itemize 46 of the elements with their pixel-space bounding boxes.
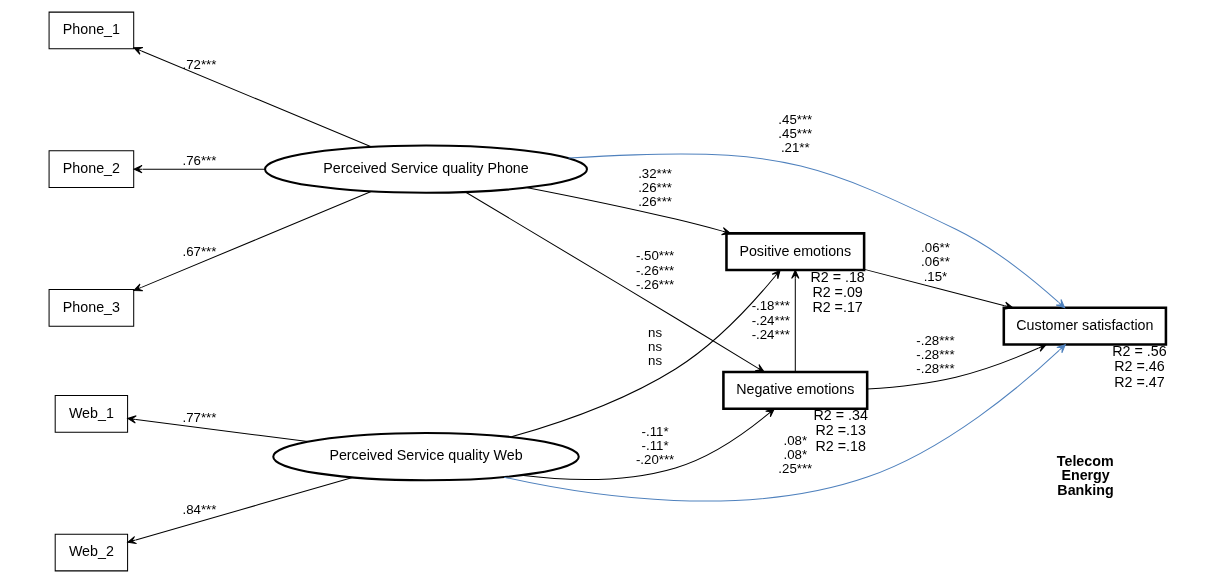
- arrow: [568, 153, 1066, 309]
- edge-label: -.50*** -.26*** -.26***: [635, 248, 675, 292]
- node-label: R2 =.17: [812, 299, 863, 316]
- edge-label: -.28*** -.28*** -.28***: [916, 332, 955, 377]
- edge-label: .67***: [182, 244, 217, 260]
- label: Telecom: [1056, 453, 1114, 470]
- node-box: Phone_1: [48, 11, 135, 50]
- arrow: [503, 344, 1066, 502]
- edge-label: .84***: [182, 502, 217, 518]
- edge-label: -.18*** -.24*** -.24***: [751, 298, 790, 342]
- arrow: [465, 191, 765, 373]
- edge-label: .45*** .45*** .21**: [778, 111, 813, 156]
- edge-label: .32*** .26*** .26***: [638, 165, 673, 210]
- arrow: [127, 477, 353, 545]
- edge-label: -.11* -.11* -.20***: [635, 423, 675, 468]
- arrow: [510, 269, 781, 438]
- arrow: [133, 47, 372, 148]
- arrow: [863, 268, 1014, 310]
- node-label: R2 =.47: [1114, 373, 1165, 390]
- node-label: R2 =.09: [812, 283, 863, 300]
- node-box: Web_1: [54, 395, 129, 433]
- node-ellipse: Perceived Service quality Web: [272, 432, 580, 482]
- edge-label: .77***: [182, 410, 217, 426]
- edge-label: .06** .06** .15*: [921, 240, 950, 284]
- arrow: [526, 187, 731, 236]
- edge-label: ns ns ns: [648, 324, 663, 369]
- node-box: Phone_3: [48, 288, 135, 327]
- edge-label: .08* .08* .25***: [778, 432, 813, 477]
- node-label: R2 =.13: [815, 422, 866, 439]
- arrow: [791, 269, 800, 373]
- node-label: R2 =.46: [1114, 358, 1165, 375]
- label: Energy: [1061, 467, 1110, 484]
- arrow: [866, 344, 1047, 390]
- arrow: [520, 408, 775, 480]
- node-box: Phone_2: [48, 150, 135, 188]
- edge-label: .76***: [182, 153, 217, 169]
- node-box: Positive emotions: [725, 232, 866, 272]
- arrow: [133, 164, 266, 174]
- arrow: [127, 415, 309, 443]
- edge-label: .72***: [182, 56, 217, 72]
- node-ellipse: Perceived Service quality Phone: [264, 144, 588, 194]
- arrow: [133, 191, 372, 292]
- node-box: Web_2: [54, 533, 129, 572]
- node-box: Negative emotions: [722, 370, 869, 411]
- node-box: Customer satisfaction: [1002, 306, 1168, 346]
- node-label: R2 =.18: [815, 437, 866, 454]
